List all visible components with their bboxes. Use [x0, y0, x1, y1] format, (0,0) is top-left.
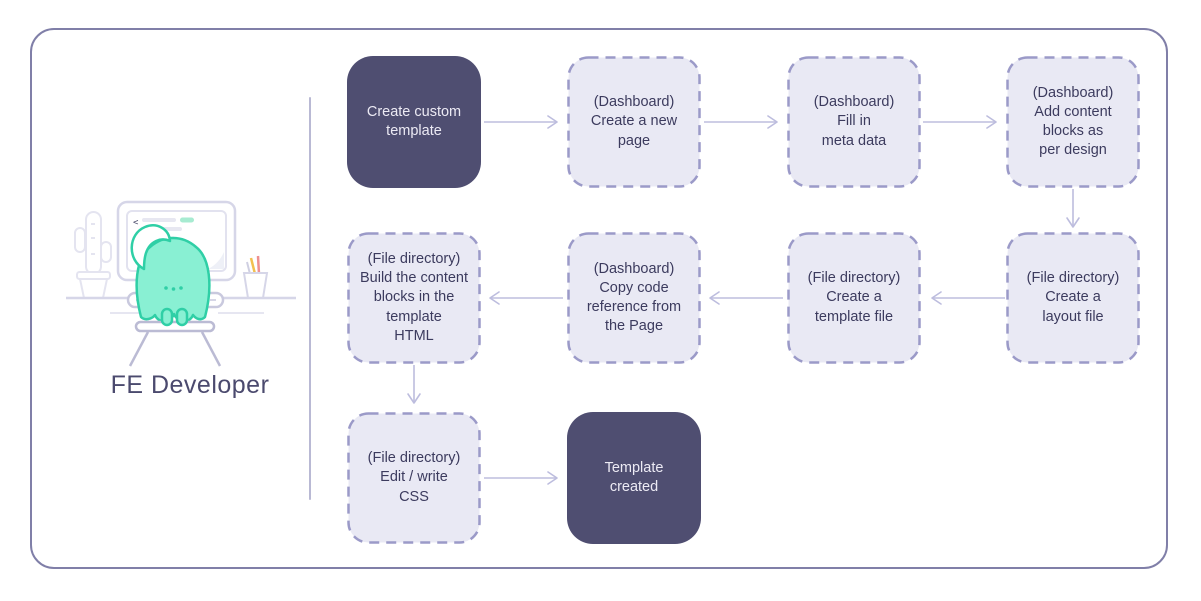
diagram-border-frame	[30, 28, 1168, 569]
arrow-down-1	[1066, 189, 1080, 228]
flow-node-edit-write-css: (File directory) Edit / write CSS	[347, 412, 481, 544]
flow-node-template-created: Template created	[567, 412, 701, 544]
arrow-down-2	[407, 365, 421, 404]
dashed-border	[567, 56, 701, 188]
pen-cup-icon	[242, 255, 269, 299]
developer-illustration: < />	[66, 200, 296, 367]
flow-node-label: (Dashboard) Fill in meta data	[813, 94, 895, 149]
flow-node-copy-code-reference: (Dashboard) Copy code reference from the…	[567, 232, 701, 364]
cactus-icon	[74, 211, 112, 299]
flow-node-fill-in-meta-data: (Dashboard) Fill in meta data	[787, 56, 921, 188]
stool-icon	[128, 320, 222, 367]
arrow-right-4	[484, 471, 558, 485]
face-dots	[164, 286, 183, 291]
dashed-border	[567, 232, 701, 364]
persona-divider-line	[309, 97, 311, 500]
flow-node-build-content-blocks: (File directory) Build the content block…	[347, 232, 481, 364]
svg-text:<: <	[133, 218, 139, 228]
flow-node-label: (Dashboard) Create a new page	[590, 94, 678, 149]
flow-node-label: Create custom template	[366, 103, 462, 139]
arrow-left-3	[489, 291, 563, 305]
arrow-right-1	[484, 115, 558, 129]
flow-node-create-layout-file: (File directory) Create a layout file	[1006, 232, 1140, 364]
flow-node-label: (File directory) Create a layout file	[1026, 270, 1120, 325]
arrow-right-2	[704, 115, 778, 129]
dashed-border	[347, 412, 481, 544]
flow-node-create-custom-template: Create custom template	[347, 56, 481, 188]
flow-node-label: (Dashboard) Copy code reference from the…	[586, 260, 682, 335]
flow-node-add-content-blocks: (Dashboard) Add content blocks as per de…	[1006, 56, 1140, 188]
page-curl	[208, 252, 224, 269]
flow-node-label: (File directory) Create a template file	[807, 270, 901, 325]
flow-node-label: (File directory) Edit / write CSS	[367, 450, 461, 505]
mascot-icon	[130, 224, 211, 323]
dashed-border	[787, 56, 921, 188]
arrow-left-2	[709, 291, 783, 305]
flow-node-create-template-file: (File directory) Create a template file	[787, 232, 921, 364]
flow-node-label: (File directory) Build the content block…	[359, 251, 469, 344]
dashed-border	[347, 232, 481, 364]
flow-node-label: Template created	[604, 459, 664, 495]
persona-label: FE Developer	[110, 371, 270, 399]
mascot-feet	[160, 307, 189, 327]
flow-node-label: (Dashboard) Add content blocks as per de…	[1032, 84, 1114, 159]
dashed-border	[787, 232, 921, 364]
dashed-border	[1006, 56, 1140, 188]
dashed-border	[1006, 232, 1140, 364]
flow-node-create-new-page: (Dashboard) Create a new page	[567, 56, 701, 188]
arrow-right-3	[923, 115, 997, 129]
arrow-left-1	[931, 291, 1005, 305]
leaf-icon	[130, 224, 172, 271]
